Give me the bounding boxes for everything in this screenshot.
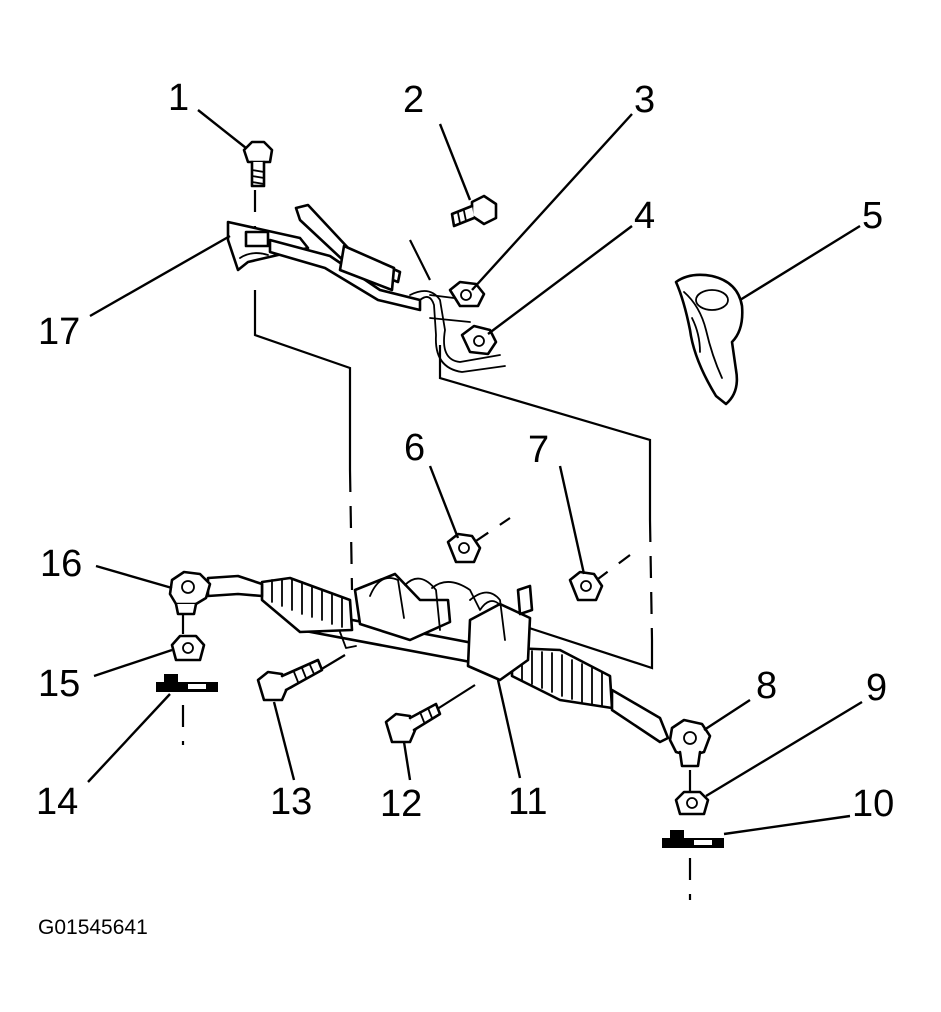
tie-rod-end-16-icon <box>168 570 212 616</box>
callout-16: 16 <box>40 543 82 585</box>
callout-1: 1 <box>168 77 189 119</box>
callout-2: 2 <box>403 79 424 121</box>
hydraulic-lines-upper-icon <box>268 203 506 373</box>
callout-9: 9 <box>866 667 887 709</box>
nut-15-icon <box>170 634 206 662</box>
callout-6: 6 <box>404 427 425 469</box>
steering-gear-11-icon <box>206 572 670 744</box>
callout-13: 13 <box>270 781 312 823</box>
alignment-guides <box>181 190 692 900</box>
callout-numbers: 1 2 3 4 5 6 7 8 9 10 11 12 13 14 15 16 1… <box>36 77 894 825</box>
callout-11: 11 <box>508 781 547 823</box>
callout-10: 10 <box>852 783 894 825</box>
callout-15: 15 <box>38 663 80 705</box>
callout-7: 7 <box>528 429 549 471</box>
callout-5: 5 <box>862 195 883 237</box>
line-bracket-17-icon <box>226 220 310 272</box>
callout-8: 8 <box>756 665 777 707</box>
callout-14: 14 <box>36 781 78 823</box>
fitting-nut-3-icon <box>448 280 486 308</box>
callout-3: 3 <box>634 79 655 121</box>
nut-7-icon <box>568 570 604 602</box>
callout-17: 17 <box>38 311 80 353</box>
seal-5-icon <box>674 273 744 406</box>
cotter-pin-10-icon <box>662 830 724 848</box>
leader-lines <box>87 109 863 836</box>
bolt-2-icon <box>450 194 498 228</box>
bolt-12-icon <box>384 702 442 744</box>
fitting-nut-4-icon <box>460 324 498 356</box>
nut-6-icon <box>446 532 482 564</box>
tie-rod-end-8-icon <box>668 718 712 768</box>
figure-id: G01545641 <box>38 916 148 939</box>
bolt-1-icon <box>242 140 274 188</box>
bolt-13-icon <box>256 658 324 702</box>
cotter-pin-14-icon <box>156 674 218 692</box>
callout-4: 4 <box>634 195 655 237</box>
nut-9-icon <box>674 790 710 816</box>
callout-12: 12 <box>380 783 422 825</box>
